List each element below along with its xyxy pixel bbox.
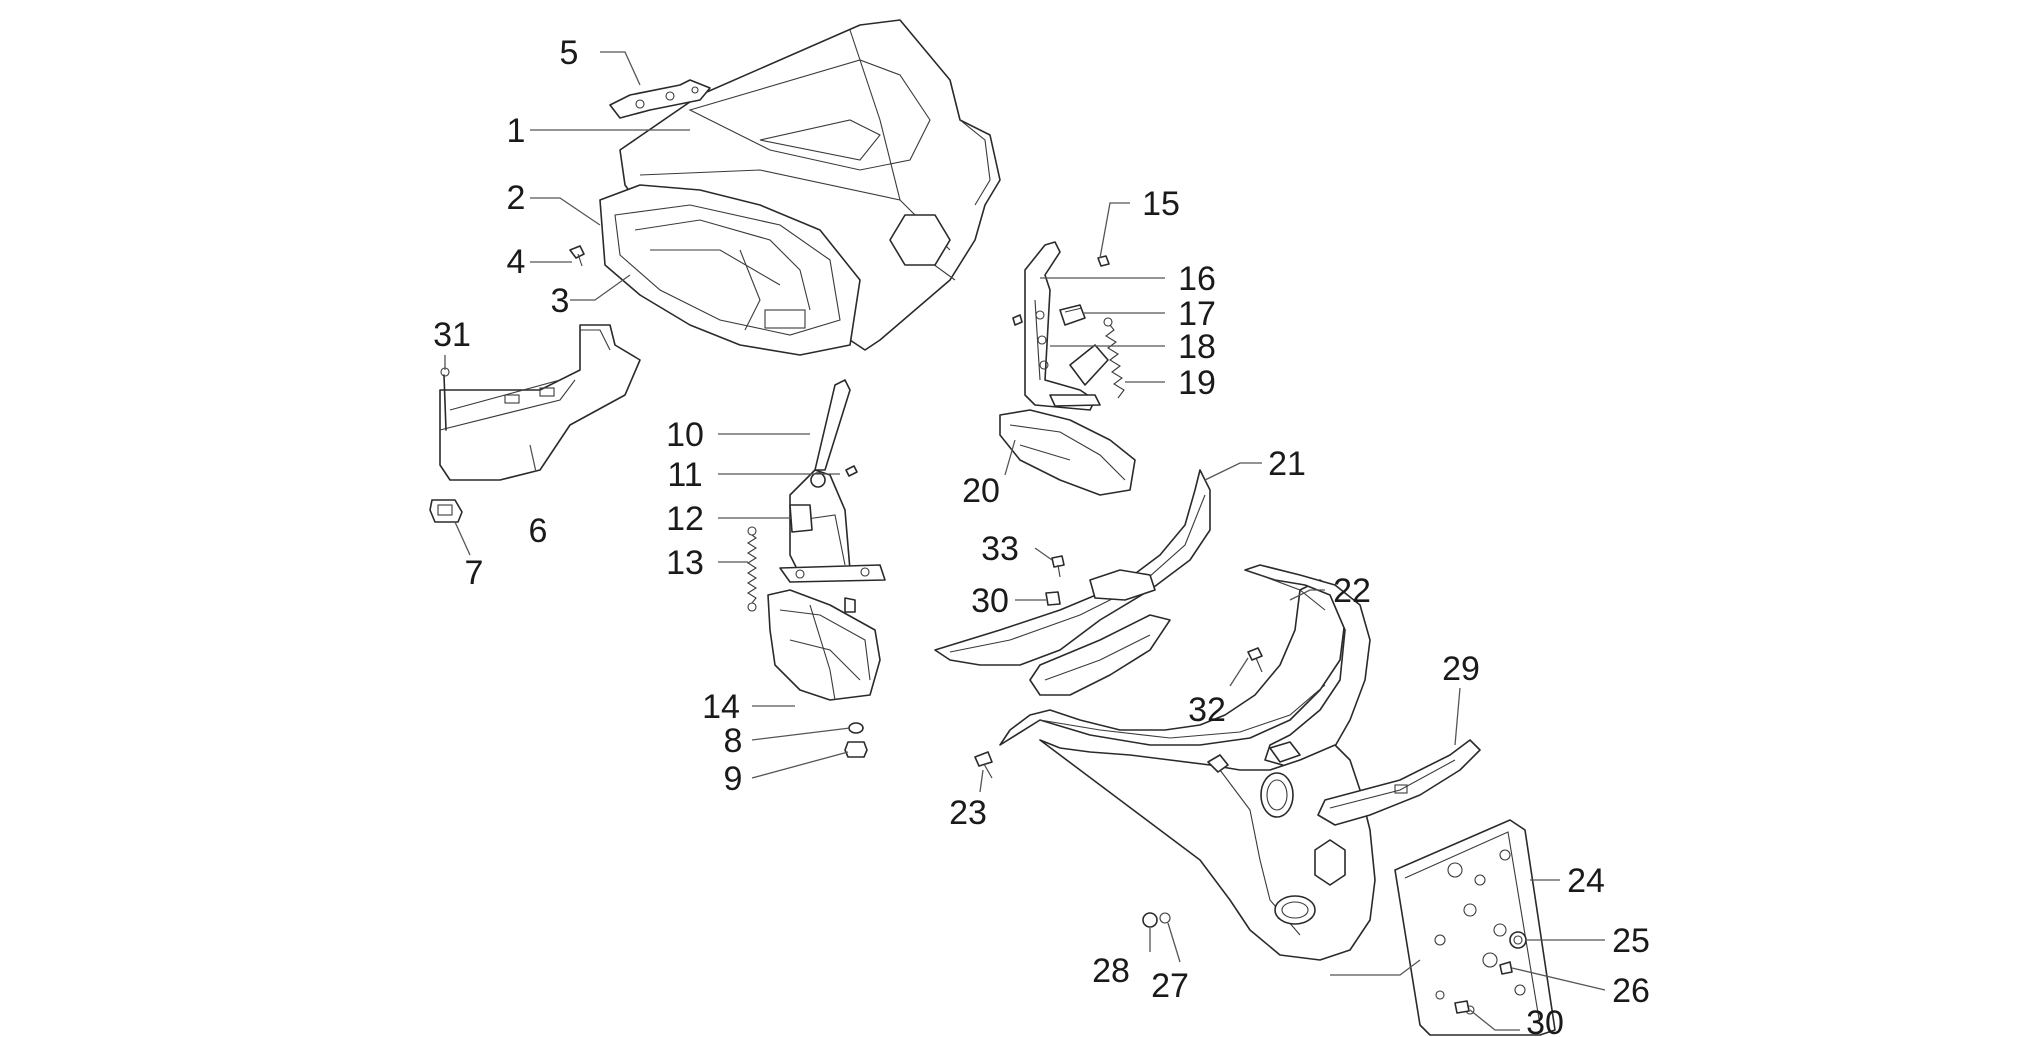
part-small-bracket: [609, 79, 711, 119]
callout-11: 11: [667, 456, 702, 494]
part-rear-mudguard: [999, 564, 1376, 961]
part-screw-33: [1051, 555, 1065, 578]
part-screw-11: [845, 465, 858, 477]
part-tail-light-frame: [599, 184, 861, 356]
part-clip-30-lower: [1454, 1000, 1470, 1014]
part-nut-27-washer-28: [1142, 912, 1171, 928]
part-washer-nut-8-9: [844, 722, 868, 758]
callout-31: 31: [433, 316, 471, 354]
part-hinge-assembly-left: [779, 379, 886, 613]
part-grommet-25: [1509, 931, 1527, 949]
callout-12: 12: [666, 500, 704, 538]
leader-lines: [444, 51, 1606, 1031]
callout-2: 2: [507, 179, 526, 217]
part-lower-cover-left: [767, 589, 881, 701]
part-bushing-17: [1059, 304, 1086, 326]
callout-26: 26: [1612, 972, 1650, 1010]
part-side-panel: [439, 324, 641, 481]
part-screw-18: [1012, 314, 1023, 326]
callout-labels: 5 1 2 4 3 31 6 7 10 11 12 13 14 8 9 15 1…: [433, 34, 1650, 1037]
part-reflector: [1317, 739, 1481, 826]
callout-27: 27: [1151, 967, 1189, 1005]
callout-17: 17: [1178, 295, 1216, 333]
part-screw-26: [1499, 961, 1513, 975]
callout-9: 9: [724, 760, 743, 798]
part-spring-19: [1103, 317, 1125, 399]
part-pin-15: [1097, 255, 1110, 267]
callout-1: 1: [507, 112, 526, 150]
callout-25: 25: [1612, 922, 1650, 960]
callout-21: 21: [1268, 445, 1306, 483]
part-clip-30-upper: [1045, 591, 1061, 606]
part-hinge-assembly-right: [1024, 241, 1109, 411]
callout-6: 6: [529, 512, 548, 550]
part-license-plate-holder: [1394, 819, 1556, 1036]
callout-7: 7: [465, 554, 484, 592]
callout-10: 10: [666, 416, 704, 454]
callout-19: 19: [1178, 364, 1216, 402]
callout-8: 8: [724, 722, 743, 760]
part-screw-32: [1247, 647, 1263, 673]
callout-13: 13: [666, 544, 704, 582]
callout-29: 29: [1442, 650, 1480, 688]
callout-15: 15: [1142, 185, 1180, 223]
part-clip-nut-7: [429, 499, 463, 523]
callout-5: 5: [560, 34, 579, 72]
callout-28: 28: [1092, 952, 1130, 990]
callout-3: 3: [551, 282, 570, 320]
callout-30-upper: 30: [971, 582, 1009, 620]
callout-18: 18: [1178, 328, 1216, 366]
callout-4: 4: [507, 243, 526, 281]
part-screw-4: [569, 245, 585, 267]
callout-33: 33: [981, 530, 1019, 568]
callout-24: 24: [1567, 862, 1605, 900]
part-grab-rail: [934, 469, 1211, 696]
part-screw-23: [974, 751, 993, 779]
callout-14: 14: [702, 688, 740, 726]
part-lower-cover-right: [999, 409, 1136, 496]
callout-16: 16: [1178, 260, 1216, 298]
callout-30-lower: 30: [1526, 1004, 1564, 1037]
callout-23: 23: [949, 794, 987, 832]
callout-22: 22: [1333, 572, 1371, 610]
callout-32: 32: [1188, 691, 1226, 729]
callout-20: 20: [962, 472, 1000, 510]
part-spring-13: [746, 526, 758, 612]
